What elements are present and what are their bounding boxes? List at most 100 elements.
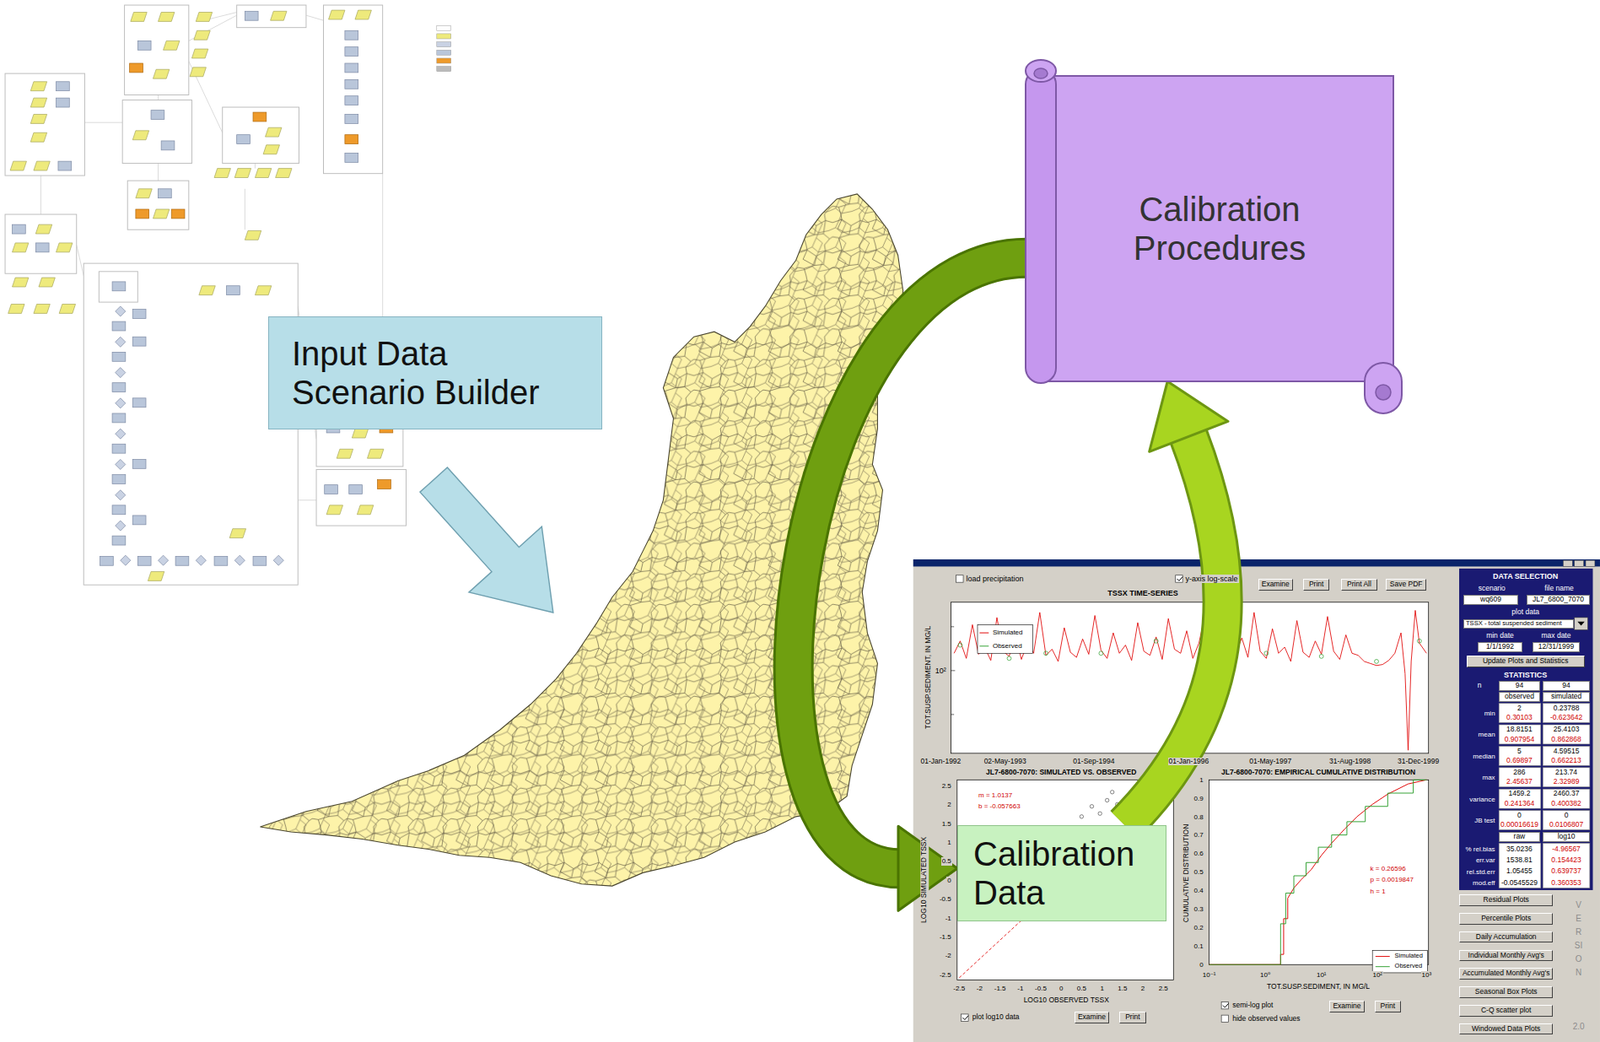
- flowchart-thumbnail: [344, 113, 359, 124]
- flowchart-thumbnail: [35, 224, 52, 234]
- software-screenshot: [1375, 955, 1390, 957]
- button-label: Examine: [1329, 1000, 1364, 1013]
- statistic-text: b = -0.057663: [977, 802, 1022, 810]
- legend-text: 1459.2: [1507, 789, 1531, 798]
- flowchart-thumbnail: [112, 351, 126, 361]
- flowchart-thumbnail: [436, 66, 452, 72]
- legend-text: Observed: [1394, 962, 1424, 970]
- flowchart-thumbnail: [344, 152, 359, 162]
- flowchart-thumbnail: [112, 382, 126, 393]
- flowchart-thumbnail: [158, 188, 173, 199]
- statistic-text: -0.623642: [1549, 713, 1584, 722]
- software-screenshot: [1044, 651, 1049, 656]
- screen-text: 1.5: [1116, 984, 1128, 992]
- software-screenshot: [1209, 779, 1429, 965]
- screen-text: -1: [1016, 984, 1024, 992]
- flowchart-thumbnail: [30, 132, 47, 142]
- flowchart-thumbnail: [254, 285, 271, 296]
- button-label: Print: [1374, 1000, 1401, 1013]
- button-label: Residual Plots: [1459, 894, 1553, 906]
- flowchart-thumbnail: [355, 10, 372, 20]
- cycle-arrow: [793, 258, 1046, 911]
- flowchart-thumbnail: [158, 12, 175, 22]
- statistic-text: 0.30103: [1505, 713, 1534, 722]
- flowchart-thumbnail: [112, 443, 126, 453]
- flowchart-thumbnail: [336, 448, 353, 458]
- legend-text: 213.74: [1554, 768, 1579, 777]
- statistic-text: 0.907954: [1503, 735, 1536, 744]
- screen-text: 0.8: [1192, 813, 1204, 821]
- statistic-text: 0.241364: [1503, 799, 1536, 809]
- button-label: Examine: [1074, 1011, 1110, 1024]
- flowchart-thumbnail: [344, 63, 359, 73]
- screen-text: 1.5: [941, 819, 953, 828]
- flowchart-thumbnail: [115, 306, 126, 317]
- screen-text: 01-Sep-1994: [1072, 757, 1116, 766]
- button-label: Percentile Plots: [1459, 912, 1553, 925]
- software-screenshot: [1098, 811, 1102, 815]
- statistic-text: p = 0.0019847: [1369, 875, 1415, 884]
- flowchart-thumbnail: [112, 535, 126, 545]
- legend-text: Observed: [991, 641, 1024, 650]
- software-screenshot: [1153, 638, 1159, 643]
- flowchart-thumbnail: [275, 168, 292, 178]
- screen-text: 10⁰: [1259, 970, 1272, 979]
- screen-text: 0.1: [1192, 942, 1204, 950]
- flowchart-thumbnail: [8, 304, 25, 314]
- scroll-shape: [1375, 384, 1391, 400]
- statistic-text: h = 1: [1369, 887, 1387, 895]
- flowchart-thumbnail: [244, 10, 259, 21]
- software-screenshot: [1498, 788, 1541, 809]
- flowchart-thumbnail: [152, 69, 169, 79]
- plot-title: JL7-6800-7070: SIMULATED VS. OBSERVED: [985, 768, 1137, 777]
- software-screenshot: [1264, 651, 1269, 656]
- software-screenshot: [1542, 810, 1590, 830]
- statistic-text: 0.00016619: [1499, 820, 1540, 830]
- software-screenshot: [1098, 651, 1104, 656]
- statistic-text: -4.96567: [1551, 845, 1582, 854]
- screen-text: -2.5: [952, 984, 966, 992]
- flowchart-thumbnail: [436, 49, 452, 55]
- screen-text: -0.5: [1034, 984, 1048, 992]
- scroll-shape: [1025, 69, 1056, 383]
- screen-text: 2: [1140, 984, 1146, 992]
- screen-text: 0.9: [1192, 794, 1204, 803]
- field-value: JL7_6800_7070: [1526, 594, 1590, 605]
- flowchart-thumbnail: [5, 214, 77, 274]
- software-screenshot: [1079, 814, 1083, 819]
- flowchart-thumbnail: [10, 161, 27, 171]
- flowchart-thumbnail: [5, 5, 406, 585]
- plot-title: JL7-6800-7070: EMPIRICAL CUMULATIVE DIST…: [1220, 768, 1417, 777]
- flowchart-thumbnail: [199, 285, 216, 296]
- flowchart-thumbnail: [158, 554, 169, 566]
- flowchart-thumbnail: [56, 97, 71, 108]
- statistic-text: 0.154423: [1550, 856, 1582, 865]
- screen-text: 1: [1198, 775, 1204, 784]
- flowchart-thumbnail: [127, 180, 189, 230]
- panel-text: max date: [1540, 631, 1572, 641]
- software-screenshot: [1562, 560, 1573, 566]
- arrow-band: [1124, 434, 1223, 825]
- flowchart-thumbnail: [12, 224, 27, 234]
- flowchart-thumbnail: [12, 277, 29, 287]
- software-screenshot: [1498, 703, 1541, 723]
- software-screenshot: [1585, 560, 1595, 566]
- statistic-text: 0.0106807: [1548, 820, 1584, 830]
- flowchart-thumbnail: [115, 336, 126, 347]
- scroll-banner: Calibration Procedures: [1045, 75, 1394, 382]
- screen-text: 01-Jan-1996: [1168, 757, 1211, 766]
- flowchart-thumbnail: [356, 505, 373, 515]
- flowchart-thumbnail: [115, 458, 126, 469]
- flowchart-thumbnail: [265, 127, 282, 137]
- flowchart-thumbnail: [254, 168, 271, 178]
- flowchart-thumbnail: [130, 12, 147, 22]
- flowchart-thumbnail: [132, 309, 146, 319]
- button-label: Examine: [1258, 578, 1293, 591]
- legend-text: 25.4103: [1552, 725, 1581, 734]
- software-screenshot: [913, 559, 1600, 1042]
- software-screenshot: [1498, 724, 1541, 744]
- flowchart-thumbnail: [222, 107, 300, 164]
- flowchart-thumbnail: [56, 242, 73, 253]
- software-screenshot: [1104, 797, 1109, 802]
- legend-text: 4.59515: [1552, 747, 1581, 756]
